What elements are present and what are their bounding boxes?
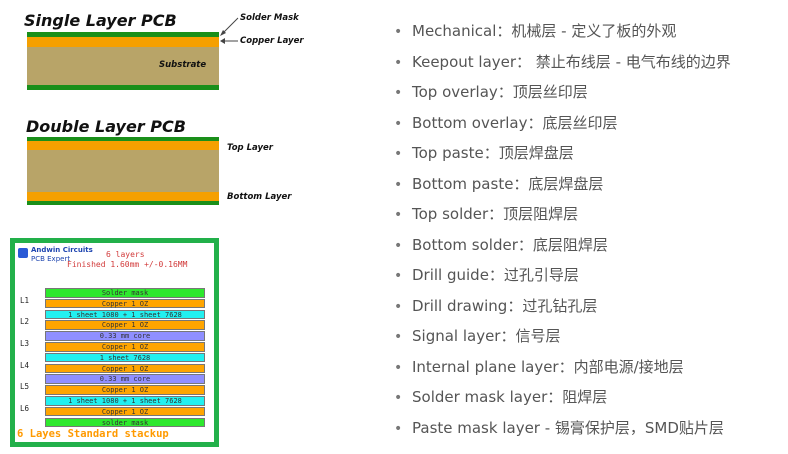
annotation-arrows [220, 17, 239, 44]
list-item: • Drill drawing：过孔钻孔层 [394, 291, 786, 322]
list-item: • Drill guide：过孔引导层 [394, 260, 786, 291]
stackup-row: 1 sheet 1080 + 1 sheet 7628 [45, 309, 205, 320]
andwin-logo: Andwin Circuits PCB Expert [18, 246, 93, 268]
bullet-dot-icon: • [394, 24, 403, 40]
bullet-dot-icon: • [394, 298, 403, 315]
double-substrate-layer [27, 150, 219, 192]
logo-line2: PCB Expert [31, 255, 71, 263]
stackup-row: Copper 1 OZ [45, 298, 205, 309]
logo-mark-icon [18, 248, 28, 258]
bullet-dot-icon: • [394, 268, 403, 284]
stackup-row: 1 sheet 7628 [45, 352, 205, 363]
list-item-text: Bottom overlay：底层丝印层 [412, 113, 618, 132]
bullet-dot-icon: • [394, 54, 403, 71]
double-top-mask-layer [27, 137, 219, 141]
bullet-dot-icon: • [394, 237, 403, 254]
bottom-layer-label: Bottom Layer [227, 192, 292, 202]
list-item-text: Bottom paste：底层焊盘层 [412, 174, 604, 193]
stackup-row: Copper 1 OZ [45, 406, 205, 417]
list-item: • Top overlay：顶层丝印层 [394, 77, 786, 108]
list-item: • Paste mask layer - 锡膏保护层，SMD贴片层 [394, 413, 786, 444]
stackup-row: Copper 1 OZ [45, 363, 205, 374]
solder-mask-label: Solder Mask [240, 13, 299, 23]
stackup-panel: Andwin Circuits PCB Expert 6 layers Fini… [10, 238, 219, 447]
list-item-text: Internal plane layer：内部电源/接地层 [412, 357, 684, 376]
stackup-row: 1 sheet 1080 + 1 sheet 7628 [45, 396, 205, 406]
list-item: • Bottom overlay：底层丝印层 [394, 108, 786, 139]
list-item-text: Paste mask layer - 锡膏保护层，SMD贴片层 [412, 418, 724, 437]
stackup-row: Solder mask [45, 288, 205, 298]
bullet-dot-icon: • [394, 207, 403, 223]
list-item-text: Drill guide：过孔引导层 [412, 266, 579, 284]
finished-thickness: Finished 1.60mm +/-0.16MM [67, 260, 188, 269]
list-item-text: Top solder：顶层阻焊层 [412, 205, 579, 223]
stackup-row: 0.33 mm core [45, 374, 205, 384]
bullet-dot-icon: • [394, 146, 403, 162]
list-item-text: Bottom solder：底层阻焊层 [412, 235, 608, 254]
list-item-text: Signal layer：信号层 [412, 327, 561, 345]
top-layer-label: Top Layer [227, 143, 273, 153]
bullet-dot-icon: • [394, 329, 403, 345]
double-layer-title: Double Layer PCB [26, 117, 186, 136]
list-item: • Top solder：顶层阻焊层 [394, 199, 786, 230]
stackup-layer-label: L2 [20, 317, 30, 327]
double-top-copper-layer [27, 141, 219, 150]
list-item: • Signal layer：信号层 [394, 321, 786, 352]
single-solder-mask-layer [27, 32, 219, 37]
stackup-layer-label: L5 [20, 382, 30, 392]
single-bottom-mask-layer [27, 85, 219, 90]
stackup-inner: Andwin Circuits PCB Expert 6 layers Fini… [15, 243, 214, 442]
double-bottom-mask-layer [27, 201, 219, 205]
list-item: • Keepout layer： 禁止布线层 - 电气布线的边界 [394, 47, 786, 78]
single-copper-layer [27, 37, 219, 47]
list-item: • Internal plane layer：内部电源/接地层 [394, 352, 786, 383]
stackup-layer-label: L3 [20, 339, 30, 348]
substrate-label: Substrate [159, 60, 207, 70]
bullet-dot-icon: • [394, 359, 403, 376]
stackup-row: 0.33 mm core [45, 331, 205, 341]
list-item: • Mechanical：机械层 - 定义了板的外观 [394, 16, 786, 47]
layers-count: 6 layers [106, 250, 145, 259]
layer-list: • Mechanical：机械层 - 定义了板的外观 • Keepout layer：… [394, 16, 786, 443]
copper-layer-label: Copper Layer [240, 36, 304, 46]
bullet-dot-icon: • [394, 115, 403, 132]
list-item: • Top paste：顶层焊盘层 [394, 138, 786, 169]
list-item-text: Top overlay：顶层丝印层 [412, 83, 588, 101]
stackup-layer-label: L4 [20, 360, 30, 370]
logo-line1: Andwin Circuits [31, 246, 93, 254]
stackup-layer-label: L6 [20, 403, 30, 413]
list-item-text: Drill drawing：过孔钻孔层 [412, 296, 598, 315]
single-substrate-layer [27, 47, 219, 85]
list-item-text: Mechanical：机械层 - 定义了板的外观 [412, 22, 677, 40]
stackup-row: solder mask [45, 417, 205, 428]
stackup-row: Copper 1 OZ [45, 342, 205, 352]
stackup-row: Copper 1 OZ [45, 320, 205, 330]
bullet-dot-icon: • [394, 176, 403, 193]
list-item: • Bottom solder：底层阻焊层 [394, 230, 786, 261]
stackup-footer: 6 Layes Standard stackup [17, 428, 169, 440]
list-item-text: Keepout layer： 禁止布线层 - 电气布线的边界 [412, 52, 731, 71]
bullet-dot-icon: • [394, 390, 403, 406]
list-item-text: Solder mask layer：阻焊层 [412, 388, 608, 406]
bullet-dot-icon: • [394, 420, 403, 437]
list-item: • Bottom paste：底层焊盘层 [394, 169, 786, 200]
stackup-layer-label: L1 [20, 295, 30, 305]
list-item: • Solder mask layer：阻焊层 [394, 382, 786, 413]
bullet-dot-icon: • [394, 85, 403, 101]
single-layer-title: Single Layer PCB [24, 11, 177, 30]
stackup-row: Copper 1 OZ [45, 385, 205, 395]
double-bottom-copper-layer [27, 192, 219, 201]
list-item-text: Top paste：顶层焊盘层 [412, 144, 574, 162]
